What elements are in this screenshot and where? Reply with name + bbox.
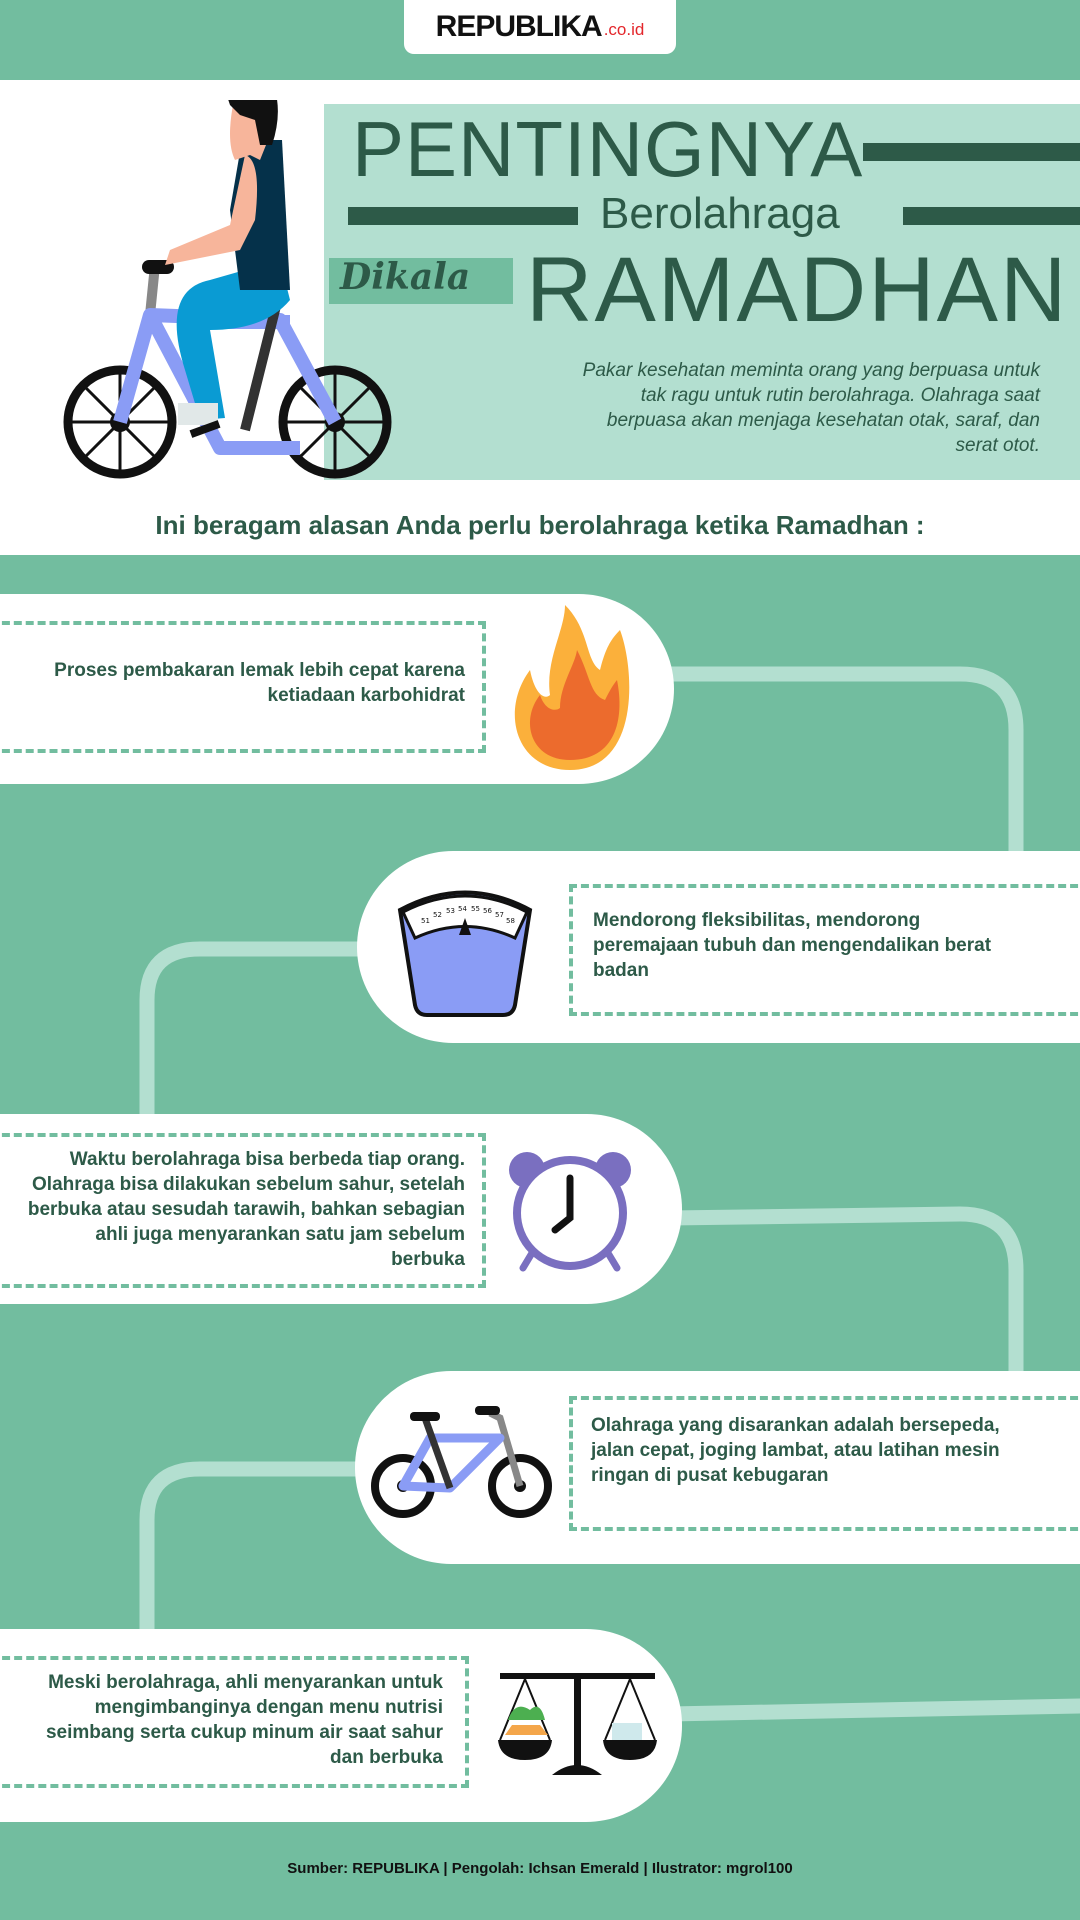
reason-text-5: Meski berolahraga, ahli menyarankan untu… bbox=[45, 1672, 443, 1768]
reason-text-2: Mendorong fleksibilitas, mendorong perem… bbox=[593, 910, 992, 981]
scale-number: 54 bbox=[458, 905, 467, 913]
dikala-box bbox=[329, 258, 513, 304]
scale-number: 57 bbox=[495, 911, 504, 919]
intro-paragraph: Pakar kesehatan meminta orang yang berpu… bbox=[582, 360, 1040, 456]
scale-number: 56 bbox=[483, 907, 492, 915]
dashed-frame bbox=[569, 1396, 1080, 1531]
alarm-clock-icon bbox=[509, 1152, 631, 1272]
weight-scale-icon: 51 52 53 54 55 56 57 58 bbox=[397, 890, 533, 1017]
reason-text-3: Waktu berolahraga bisa berbeda tiap oran… bbox=[27, 1149, 465, 1270]
balance-scale-icon bbox=[498, 1673, 657, 1775]
scale-number: 53 bbox=[446, 907, 455, 915]
logo-suffix: .co.id bbox=[603, 20, 645, 39]
scale-number: 51 bbox=[421, 917, 430, 925]
bicycle-icon bbox=[371, 1406, 552, 1518]
title-berolahraga: Berolahraga bbox=[600, 189, 840, 238]
title-dikala: Dikala bbox=[340, 256, 471, 298]
dashed-frame bbox=[0, 1133, 486, 1288]
title-bar bbox=[903, 207, 1080, 225]
republika-logo[interactable]: REPUBLIKA .co.id bbox=[404, 0, 676, 54]
title-bar bbox=[348, 207, 578, 225]
fire-icon bbox=[514, 605, 630, 770]
credits-footer: Sumber: REPUBLIKA | Pengolah: Ichsan Eme… bbox=[287, 1860, 793, 1877]
reason-text-1: Proses pembakaran lemak lebih cepat kare… bbox=[54, 660, 465, 706]
title-bar bbox=[863, 143, 1080, 161]
scale-number: 55 bbox=[471, 905, 480, 913]
title-ramadhan: RAMADHAN bbox=[526, 239, 1069, 341]
cyclist-illustration bbox=[63, 100, 392, 479]
reason-card-5 bbox=[0, 1629, 682, 1822]
scale-number: 58 bbox=[506, 917, 515, 925]
logo-main: REPUBLIKA bbox=[435, 10, 603, 43]
reason-text-4: Olahraga yang disarankan adalah berseped… bbox=[591, 1415, 1000, 1486]
dashed-frame bbox=[569, 884, 1080, 1016]
dashed-frame bbox=[0, 1656, 469, 1788]
scale-number: 52 bbox=[433, 911, 442, 919]
dashed-frame bbox=[0, 621, 486, 753]
title-pentingnya: PENTINGNYA bbox=[352, 105, 864, 193]
lead-heading: Ini beragam alasan Anda perlu berolahrag… bbox=[155, 510, 925, 540]
